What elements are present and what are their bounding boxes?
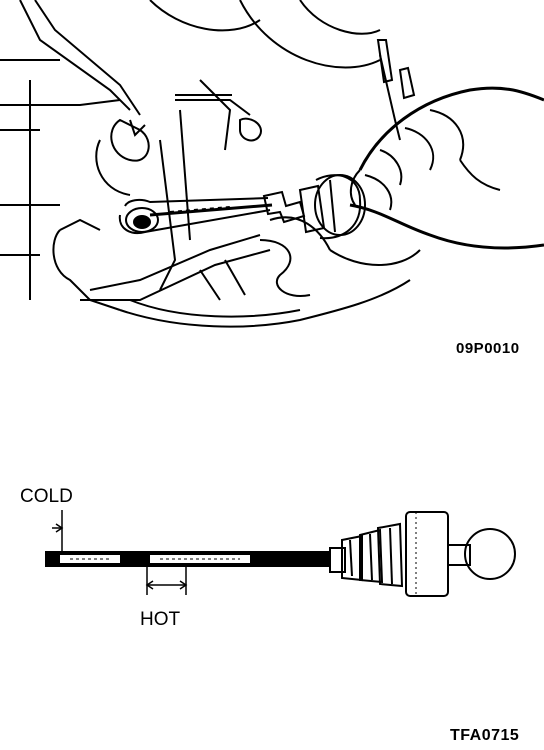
dipstick-handle-collar [405,511,449,597]
dipstick-handle-neck [329,547,346,573]
engine-dipstick-illustration [0,0,544,328]
figure-code-top: 09P0010 [456,340,520,357]
cold-label: COLD [20,486,73,507]
figure-code-bottom: TFA0715 [450,727,520,744]
dipstick-handle-knob [464,528,516,580]
svg-text:AT: AT [265,555,276,565]
svg-text:HOT: HOT [295,555,315,565]
hot-label: HOT [140,609,181,630]
